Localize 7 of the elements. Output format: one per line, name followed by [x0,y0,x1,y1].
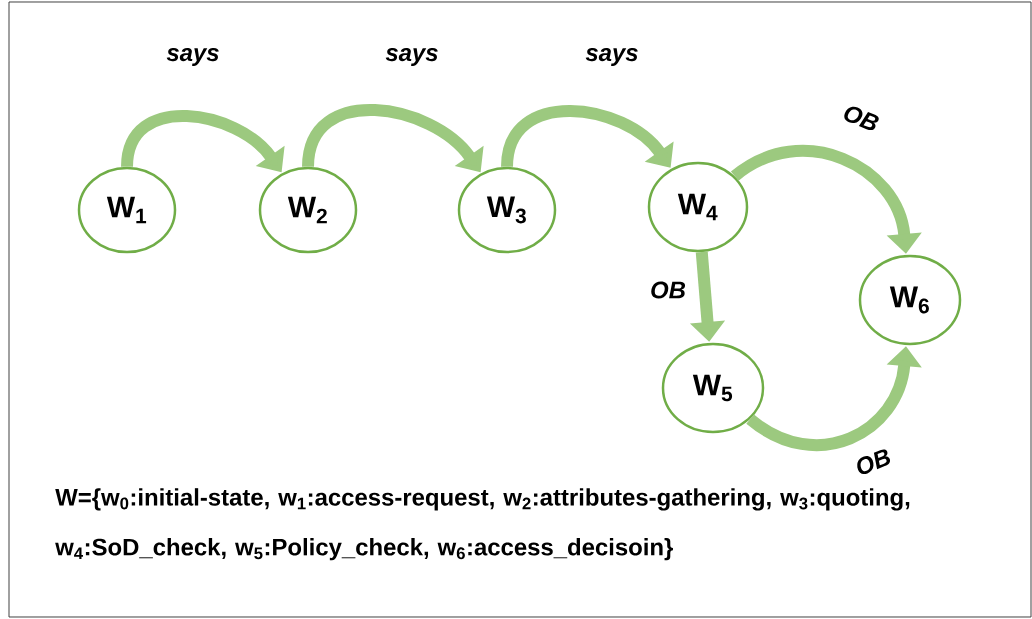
edge-label: OB [857,449,891,475]
edge-label: OB [651,281,686,299]
legend-text: W={w$_{0}$:initial-state, w$_{1}$:access-request, w$_{2}$:attributes-gathering, w$_{3}$:quoting, w$_{4}$:SoD_check, w$_{5}$:Policy_check, w$_{6}$:access_decisoin} [55,488,910,561]
edge-label: says [385,48,438,66]
edge-label: OB [844,106,879,131]
edge-label: says [166,48,219,66]
edge-label: says [585,48,638,66]
